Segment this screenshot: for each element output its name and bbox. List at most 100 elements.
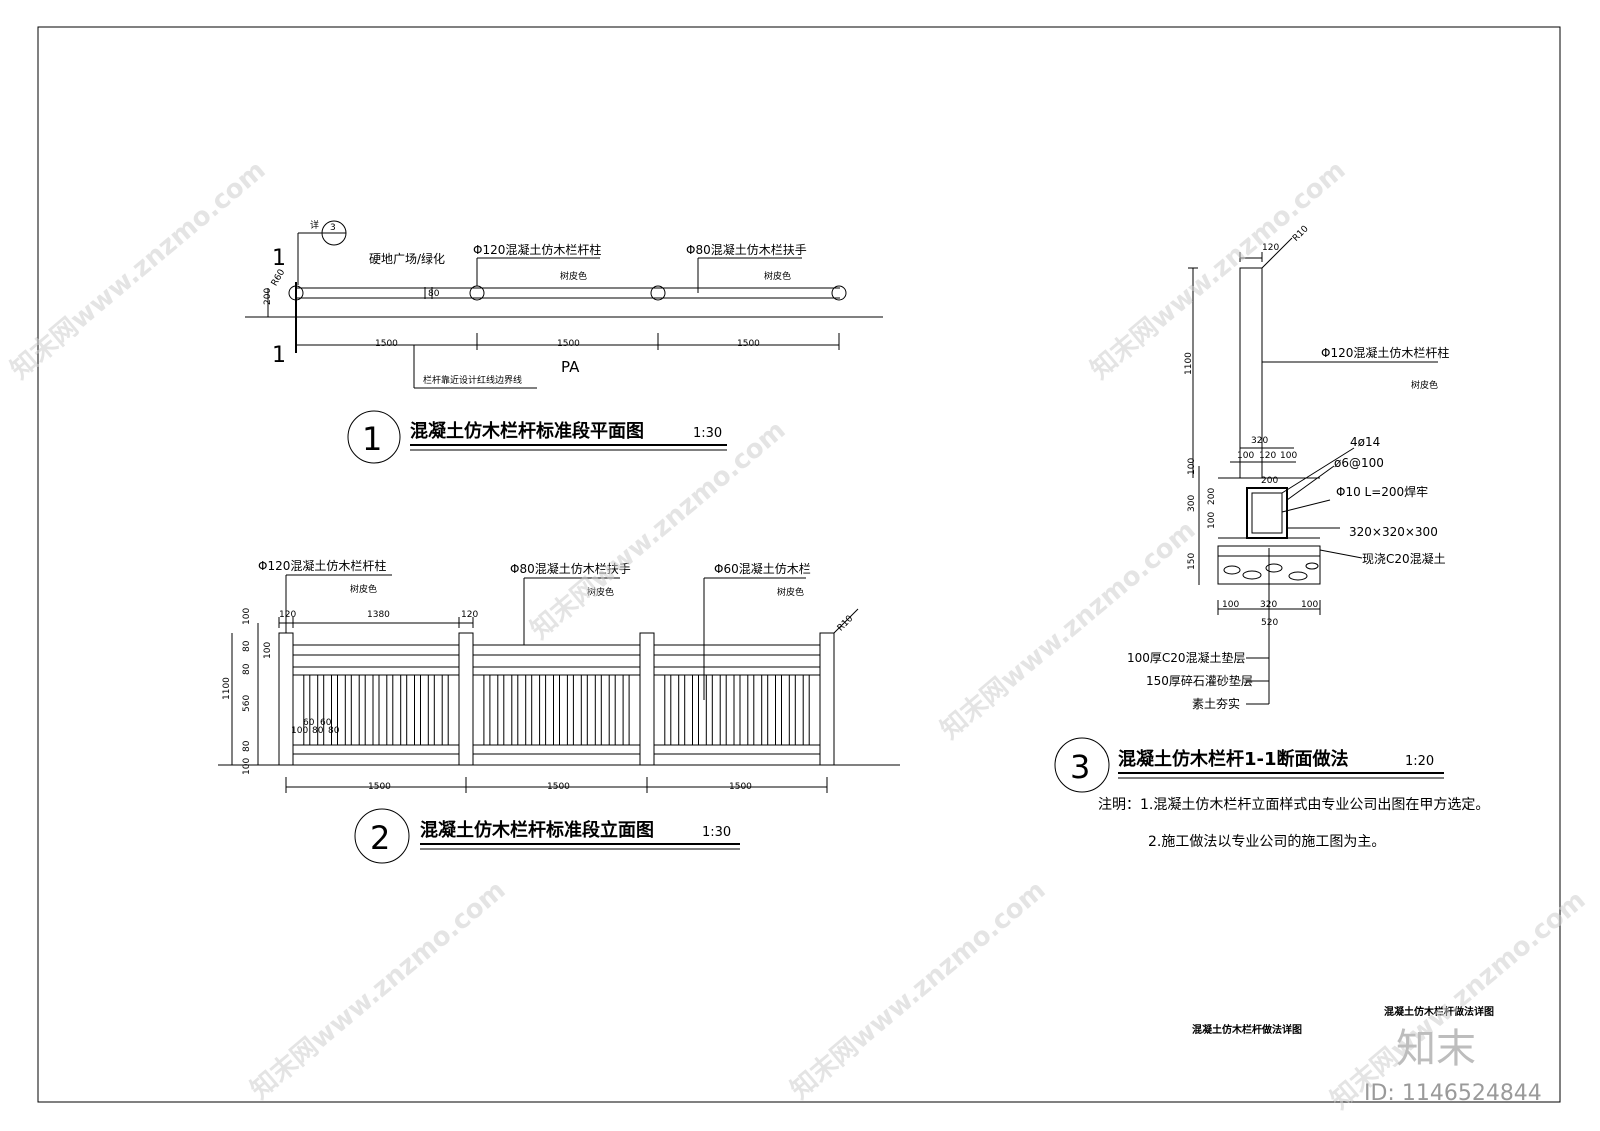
elev-rail-color: 树皮色 bbox=[587, 586, 614, 598]
baluster bbox=[788, 674, 796, 746]
elev-number: 2 bbox=[370, 819, 390, 857]
plan-post-color: 树皮色 bbox=[560, 270, 587, 282]
baluster bbox=[719, 674, 727, 746]
elev-top-dim-3: 120 bbox=[461, 610, 478, 620]
section-view: 120 R10 1100 Φ120混凝土仿木栏杆柱 树皮色 320 100 12… bbox=[1054, 224, 1489, 850]
section-dim-200: 200 bbox=[1261, 476, 1278, 486]
elev-balusters bbox=[303, 674, 810, 746]
baluster bbox=[427, 674, 435, 746]
layer-1: 100厚C20混凝土垫层 bbox=[1127, 650, 1246, 665]
baluster bbox=[317, 674, 325, 746]
watermark-text: 知末网www.znzmo.com bbox=[1085, 155, 1351, 385]
elev-total-height: 1100 bbox=[222, 677, 232, 700]
detail-ref-prefix: 详 bbox=[310, 219, 319, 231]
section-mark-bottom: 1 bbox=[272, 343, 286, 368]
baluster bbox=[566, 674, 574, 746]
baluster bbox=[608, 674, 616, 746]
baluster bbox=[747, 674, 755, 746]
watermark-layer: 知末网www.znzmo.com 知末网www.znzmo.com 知末网www… bbox=[5, 155, 1591, 1115]
plan-number: 1 bbox=[362, 420, 382, 458]
elev-left-dim-6: 100 bbox=[242, 758, 252, 775]
baluster bbox=[511, 674, 519, 746]
section-dim-320: 320 bbox=[1251, 436, 1268, 446]
baluster bbox=[580, 674, 588, 746]
watermark-text: 知末网www.znzmo.com bbox=[935, 515, 1201, 745]
section-mark-top: 1 bbox=[272, 246, 286, 271]
plan-number-circle bbox=[347, 410, 401, 464]
section-dim-row-3: 100 bbox=[1280, 451, 1297, 461]
baluster bbox=[303, 674, 311, 746]
rebar-3: Φ10 L=200焊牢 bbox=[1336, 484, 1428, 499]
section-footing-dim-2: 300 bbox=[1187, 495, 1197, 512]
baluster bbox=[553, 674, 560, 746]
section-top-width: 120 bbox=[1262, 243, 1279, 253]
elev-span-2: 1500 bbox=[547, 782, 570, 792]
baluster bbox=[400, 674, 408, 746]
elev-left-dim-4: 560 bbox=[242, 695, 252, 712]
section-title: 混凝土仿木栏杆1-1断面做法 bbox=[1118, 748, 1349, 770]
layer-2: 150厚碎石灌砂垫层 bbox=[1146, 673, 1253, 688]
elev-bal-dim-5: 80 bbox=[328, 726, 340, 736]
post-circle bbox=[831, 285, 847, 301]
baluster bbox=[386, 674, 394, 746]
elev-post-label: Φ120混凝土仿木栏杆柱 bbox=[258, 558, 386, 573]
elev-rail-label: Φ80混凝土仿木栏扶手 bbox=[510, 561, 631, 576]
elev-post bbox=[458, 632, 474, 766]
baluster bbox=[539, 674, 547, 746]
elev-title: 混凝土仿木栏杆标准段立面图 bbox=[420, 819, 654, 841]
plan-span-1: 1500 bbox=[375, 339, 398, 349]
boundary-note: 栏杆靠近设计红线边界线 bbox=[423, 374, 522, 386]
plan-span-2: 1500 bbox=[557, 339, 580, 349]
elev-inner-dim: 100 bbox=[263, 642, 273, 659]
gravel-pattern bbox=[1223, 562, 1319, 581]
elev-bal-dim-2: 60 bbox=[303, 718, 315, 728]
elev-left-dim-3: 80 bbox=[242, 663, 252, 675]
elev-scale: 1:30 bbox=[702, 825, 731, 840]
section-radius: R10 bbox=[1291, 224, 1311, 244]
baluster bbox=[761, 674, 769, 746]
baluster bbox=[497, 674, 505, 746]
section-inner-dim-2: 100 bbox=[1207, 512, 1217, 529]
area-label: 硬地广场/绿化 bbox=[369, 251, 445, 266]
rebar-2: ø6@100 bbox=[1334, 456, 1384, 470]
baluster bbox=[705, 674, 713, 746]
elev-span-1: 1500 bbox=[368, 782, 391, 792]
baluster bbox=[802, 674, 810, 746]
plan-span-3: 1500 bbox=[737, 339, 760, 349]
rebar-1: 4ø14 bbox=[1350, 435, 1380, 449]
baluster bbox=[358, 674, 366, 746]
elev-radius: R10 bbox=[836, 614, 856, 634]
baluster bbox=[664, 674, 672, 746]
elev-post-color: 树皮色 bbox=[350, 583, 377, 595]
plan-scale: 1:30 bbox=[693, 426, 722, 441]
watermark-id: ID: 1146524844 bbox=[1364, 1081, 1542, 1106]
elev-left-dim-2: 80 bbox=[242, 640, 252, 652]
watermark-text: 知末网www.znzmo.com bbox=[785, 875, 1051, 1105]
elev-span-3: 1500 bbox=[729, 782, 752, 792]
bottom-dim-3: 100 bbox=[1301, 600, 1318, 610]
elevation-view: Φ120混凝土仿木栏杆柱 树皮色 Φ80混凝土仿木栏扶手 树皮色 Φ60混凝土仿… bbox=[218, 558, 900, 864]
section-number-circle bbox=[1054, 737, 1110, 793]
concrete-label: 现浇C20混凝土 bbox=[1362, 551, 1446, 566]
section-dim-row-1: 100 bbox=[1237, 451, 1254, 461]
section-footing-dim-1: 100 bbox=[1187, 458, 1197, 475]
footing-block bbox=[1246, 487, 1288, 539]
elev-bal-dim-1: 100 bbox=[291, 726, 308, 736]
note-line-1: 注明：1.混凝土仿木栏杆立面样式由专业公司出图在甲方选定。 bbox=[1098, 797, 1489, 813]
baluster bbox=[372, 674, 380, 746]
elev-post bbox=[639, 632, 655, 766]
baluster bbox=[775, 674, 782, 746]
baluster bbox=[344, 674, 352, 746]
section-inner-dim-1: 200 bbox=[1207, 488, 1217, 505]
bottom-total: 520 bbox=[1261, 618, 1278, 628]
section-footing-dim-3: 150 bbox=[1187, 553, 1197, 570]
footer-title: 混凝土仿木栏杆做法详图 bbox=[1192, 1023, 1302, 1036]
elev-left-dim-1: 100 bbox=[242, 608, 252, 625]
elev-top-dim-1: 120 bbox=[279, 610, 296, 620]
section-height: 1100 bbox=[1184, 352, 1194, 375]
baluster bbox=[525, 674, 533, 746]
watermark-text: 知末网www.znzmo.com bbox=[245, 875, 511, 1105]
baluster bbox=[733, 674, 741, 746]
section-dim-row-2: 120 bbox=[1259, 451, 1276, 461]
